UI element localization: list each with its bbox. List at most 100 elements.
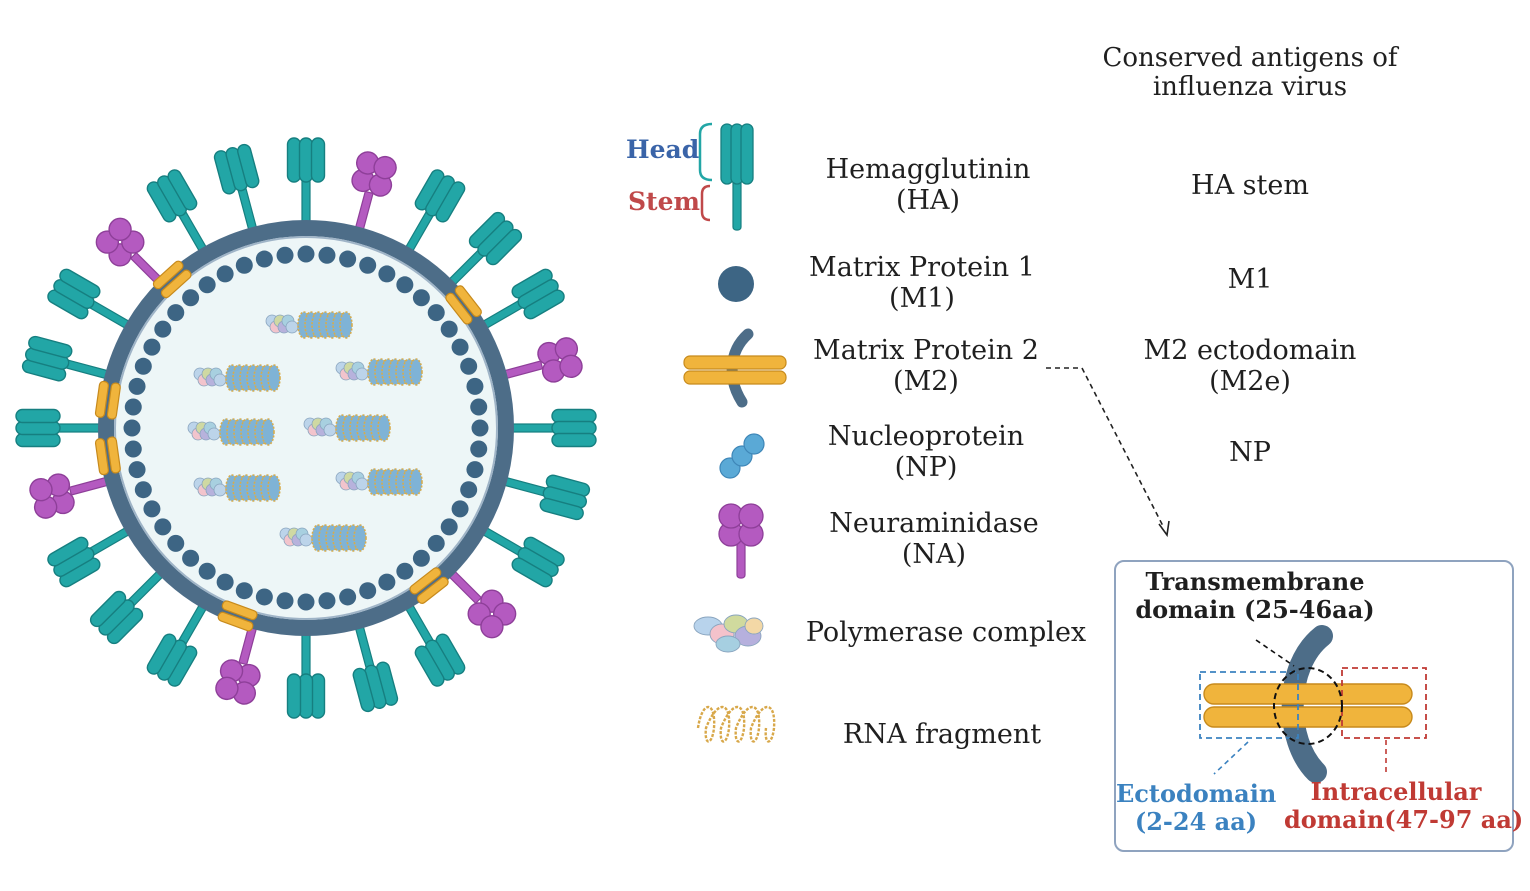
- legend-label-m2: Matrix Protein 2 (M2): [800, 335, 1052, 397]
- ectodomain-leader: [1213, 741, 1249, 775]
- virion-m1-protein: [297, 593, 315, 611]
- virion-m1-protein: [134, 481, 152, 499]
- virion-neuraminidase: [499, 337, 583, 383]
- virion-hemagglutinin: [402, 600, 466, 687]
- transmembrane-line1: Transmembrane: [1145, 567, 1365, 596]
- virion-m1-protein: [124, 398, 142, 416]
- transmembrane-domain-label: Transmembrane domain (25-46aa): [1134, 568, 1376, 624]
- antigens-title-line2: influenza virus: [1152, 72, 1348, 102]
- virion-m1-protein: [427, 304, 445, 322]
- antigen-m2e: M2 ectodomain (M2e): [1110, 335, 1390, 397]
- virion-m1-protein: [466, 377, 484, 395]
- antigens-title-line1: Conserved antigens of: [1102, 43, 1398, 73]
- virion-hemagglutinin: [47, 524, 134, 588]
- transmembrane-line2: domain (25-46aa): [1135, 595, 1375, 624]
- virion-matrix-layer: [123, 245, 489, 611]
- virion-m1-protein: [143, 338, 161, 356]
- antigen-m2e-line2: (M2e): [1209, 366, 1291, 397]
- inset-m2-helix-bottom: [1203, 706, 1413, 728]
- virion-m1-protein: [128, 377, 146, 395]
- legend-label-np: Nucleoprotein (NP): [800, 421, 1052, 483]
- virion-neuraminidase: [215, 621, 261, 705]
- antigen-m2e-line1: M2 ectodomain: [1143, 335, 1357, 366]
- virion-hemagglutinin: [146, 169, 210, 256]
- virion-hemagglutinin: [15, 408, 105, 448]
- virion-m1-protein: [378, 573, 396, 591]
- antigen-ha-stem: HA stem: [1191, 170, 1309, 201]
- virion-rnp-segment: [335, 468, 423, 496]
- virion-m2-channel: [217, 600, 258, 632]
- virion-neuraminidase: [29, 473, 113, 519]
- virion-rnp-segment: [193, 474, 281, 502]
- virion-hemagglutinin: [286, 137, 326, 227]
- legend-np-abbrev: (NP): [894, 452, 958, 483]
- virion-m1-protein: [235, 582, 253, 600]
- virion-hemagglutinin: [402, 169, 466, 256]
- virion-hemagglutinin: [21, 335, 113, 382]
- virion-m1-protein: [198, 562, 216, 580]
- virion-hemagglutinin: [499, 474, 591, 521]
- virion-m1-protein: [466, 461, 484, 479]
- virion-m1-protein: [396, 562, 414, 580]
- matrix-protein-2-icon: [683, 328, 787, 408]
- ha-stem-label: Stem: [628, 187, 700, 216]
- virion-m1-protein: [440, 320, 458, 338]
- rna-fragment-icon: [696, 706, 776, 743]
- antigen-m1: M1: [1227, 264, 1273, 295]
- virion-m1-protein: [182, 289, 200, 307]
- virion-neuraminidase: [95, 217, 167, 289]
- virion-m2-channel: [409, 567, 449, 604]
- legend-label-ha: Hemagglutinin (HA): [800, 154, 1056, 216]
- virion-rnp-segment: [335, 358, 423, 386]
- virion-m1-protein: [412, 549, 430, 567]
- virion-m1-protein: [167, 534, 185, 552]
- virion-m1-protein: [216, 573, 234, 591]
- legend-label-polymerase: Polymerase complex: [805, 617, 1087, 648]
- virion-m1-protein: [359, 582, 377, 600]
- virion-hemagglutinin: [146, 600, 210, 687]
- virion-rnp-segment: [187, 418, 275, 446]
- virion-rnp-segment: [193, 364, 281, 392]
- m2-domain-illustration: [1199, 625, 1427, 783]
- virion-hemagglutinin: [445, 211, 523, 289]
- virion-m1-protein: [235, 256, 253, 274]
- virion-m1-protein: [216, 265, 234, 283]
- virion-m1-protein: [182, 549, 200, 567]
- virion-m1-protein: [154, 518, 172, 536]
- nucleoprotein-icon: [719, 433, 765, 479]
- virion-m1-protein: [318, 246, 336, 264]
- m2-detail-arrowhead: [1158, 520, 1170, 538]
- virion-m1-protein: [128, 461, 146, 479]
- virion-m1-protein: [451, 500, 469, 518]
- antigen-np: NP: [1229, 437, 1271, 468]
- virion-m2-channel: [152, 260, 192, 299]
- legend-m1-name: Matrix Protein 1: [809, 252, 1035, 283]
- legend-ha-abbrev: (HA): [895, 185, 961, 216]
- ectodomain-label: Ectodomain (2-24 aa): [1116, 780, 1276, 836]
- virion-m1-protein: [427, 534, 445, 552]
- legend-label-na: Neuraminidase (NA): [808, 508, 1060, 570]
- polymerase-complex-icon: [693, 614, 764, 653]
- virion-m1-protein: [123, 419, 141, 437]
- antigens-column-title: Conserved antigens of influenza virus: [1090, 44, 1410, 102]
- virion-m1-protein: [318, 592, 336, 610]
- virion-m1-protein: [378, 265, 396, 283]
- virion-m1-protein: [460, 481, 478, 499]
- virion-hemagglutinin: [89, 567, 167, 645]
- m2-domain-inset: [1114, 560, 1514, 852]
- virion-m1-protein: [167, 304, 185, 322]
- virion-m1-protein: [339, 588, 357, 606]
- virion-hemagglutinin: [478, 268, 565, 332]
- inset-m2-helix-top: [1203, 683, 1413, 705]
- virion-rnp-segment: [303, 414, 391, 442]
- neuraminidase-icon: [718, 503, 764, 579]
- legend-na-abbrev: (NA): [901, 539, 967, 570]
- transmembrane-leader: [1255, 639, 1295, 667]
- virion-m1-protein: [143, 500, 161, 518]
- virion-m1-protein: [297, 245, 315, 263]
- virion-hemagglutinin: [478, 524, 565, 588]
- virion-m1-protein: [359, 256, 377, 274]
- head-bracket: [698, 122, 713, 182]
- ha-head-label: Head: [626, 135, 700, 164]
- virion-m1-protein: [134, 357, 152, 375]
